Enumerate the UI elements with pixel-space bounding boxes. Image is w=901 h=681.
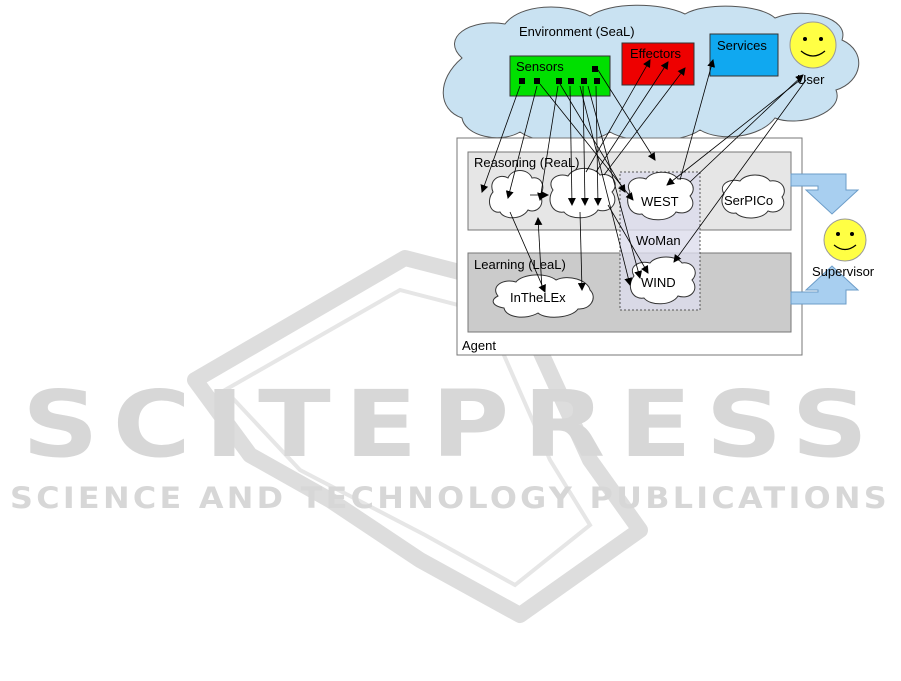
wind-cloud: WIND <box>630 257 695 304</box>
sensors-box: Sensors <box>510 56 610 96</box>
reasoning-label: Reasoning (ReaL) <box>474 155 580 170</box>
sensor-port <box>592 66 598 72</box>
effectors-label: Effectors <box>630 46 682 61</box>
serpico-cloud: SerPICo <box>722 175 784 218</box>
sensor-port <box>534 78 540 84</box>
supervisor-label: Supervisor <box>812 264 875 279</box>
environment-label: Environment (SeaL) <box>519 24 635 39</box>
watermark-main-text: SCITEPRESS <box>22 371 882 478</box>
learning-label: Learning (LeaL) <box>474 257 566 272</box>
woman-label: WoMan <box>636 233 681 248</box>
sensor-port <box>556 78 562 84</box>
reasoning-cloud-left <box>489 171 542 218</box>
sensor-port <box>581 78 587 84</box>
user-smiley-icon <box>790 22 836 68</box>
user-label: User <box>797 72 825 87</box>
effectors-box: Effectors <box>622 43 694 85</box>
serpico-label: SerPICo <box>724 193 773 208</box>
agent-label: Agent <box>462 338 496 353</box>
wind-label: WIND <box>641 275 676 290</box>
inthelex-label: InTheLEx <box>510 290 566 305</box>
sensor-port <box>519 78 525 84</box>
sensor-port <box>594 78 600 84</box>
west-cloud: WEST <box>628 172 694 220</box>
west-label: WEST <box>641 194 679 209</box>
sensors-label: Sensors <box>516 59 564 74</box>
watermark-sub-text: SCIENCE AND TECHNOLOGY PUBLICATIONS <box>10 481 890 515</box>
services-box: Services <box>710 34 778 76</box>
sensor-port <box>568 78 574 84</box>
supervisor-smiley-icon <box>824 219 866 261</box>
services-label: Services <box>717 38 767 53</box>
reasoning-cloud-middle <box>550 168 615 217</box>
